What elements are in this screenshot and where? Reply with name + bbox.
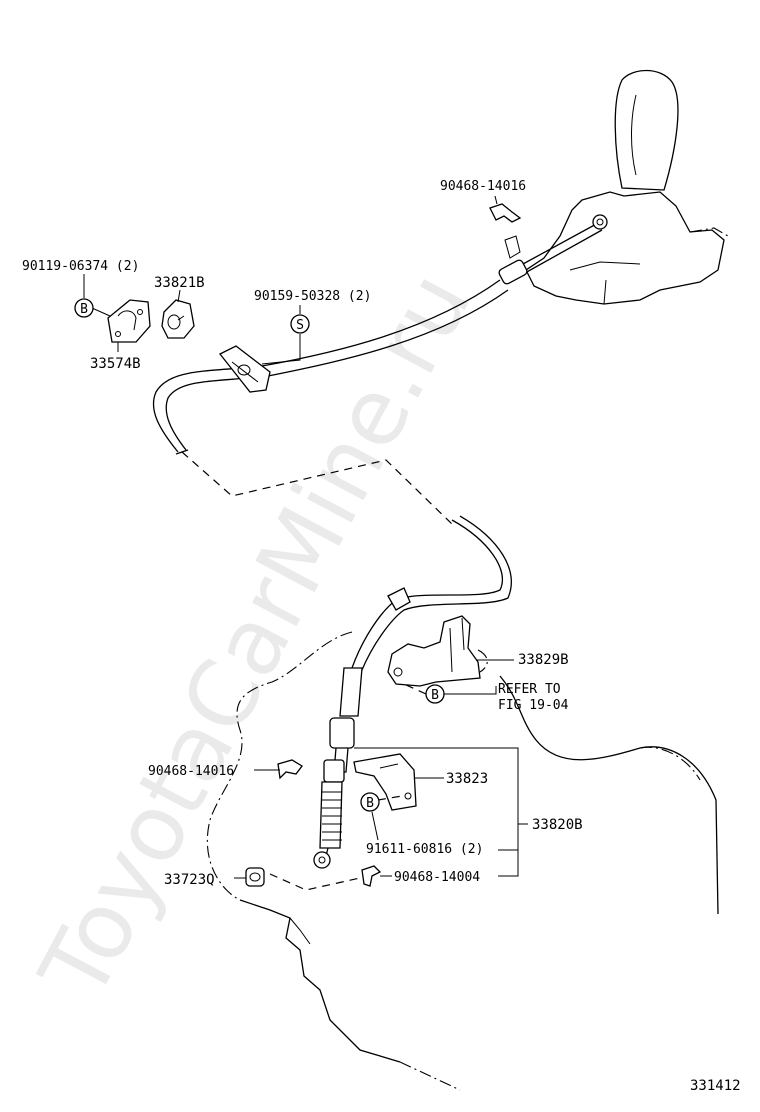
label-refer-line2: FIG 19-04 (498, 698, 569, 713)
clip-90468-14016-mid (277, 759, 303, 780)
label-33574B: 33574B (90, 356, 141, 372)
marker-b-bracket: B (360, 792, 380, 812)
marker-b-refer-text: B (431, 688, 439, 703)
retainer-33574B (107, 299, 151, 343)
label-33821B: 33821B (154, 275, 205, 291)
marker-b-bracket-text: B (366, 796, 374, 811)
transmission-outline (206, 631, 719, 1091)
marker-s-text: S (296, 318, 304, 333)
bracket-33829B (387, 615, 488, 687)
shift-lever-assembly (489, 69, 729, 305)
label-91611-60816: 91611-60816 (2) (366, 842, 483, 857)
marker-b-left: B (74, 298, 94, 318)
label-refer-line1: REFER TO (498, 682, 561, 697)
label-90468-14016-top: 90468-14016 (440, 179, 526, 194)
bracket-33823 (353, 753, 417, 811)
clip-90468-14004 (361, 865, 382, 887)
marker-b-left-text: B (80, 302, 88, 317)
label-90159-50328: 90159-50328 (2) (254, 289, 371, 304)
marker-b-refer: B (425, 684, 445, 704)
figure-id: 331412 (690, 1078, 741, 1094)
bushing-33723Q (245, 867, 361, 891)
label-90468-14016-mid: 90468-14016 (148, 764, 234, 779)
label-33829B: 33829B (518, 652, 569, 668)
label-90119-06374: 90119-06374 (2) (22, 259, 139, 274)
cover-33821B (161, 299, 195, 339)
marker-s: S (290, 314, 310, 334)
label-33820B: 33820B (532, 817, 583, 833)
label-33723Q: 33723Q (164, 872, 215, 888)
shift-cable (152, 279, 512, 869)
leader-lines (83, 195, 528, 879)
label-33823: 33823 (446, 771, 488, 787)
label-90468-14004: 90468-14004 (394, 870, 480, 885)
